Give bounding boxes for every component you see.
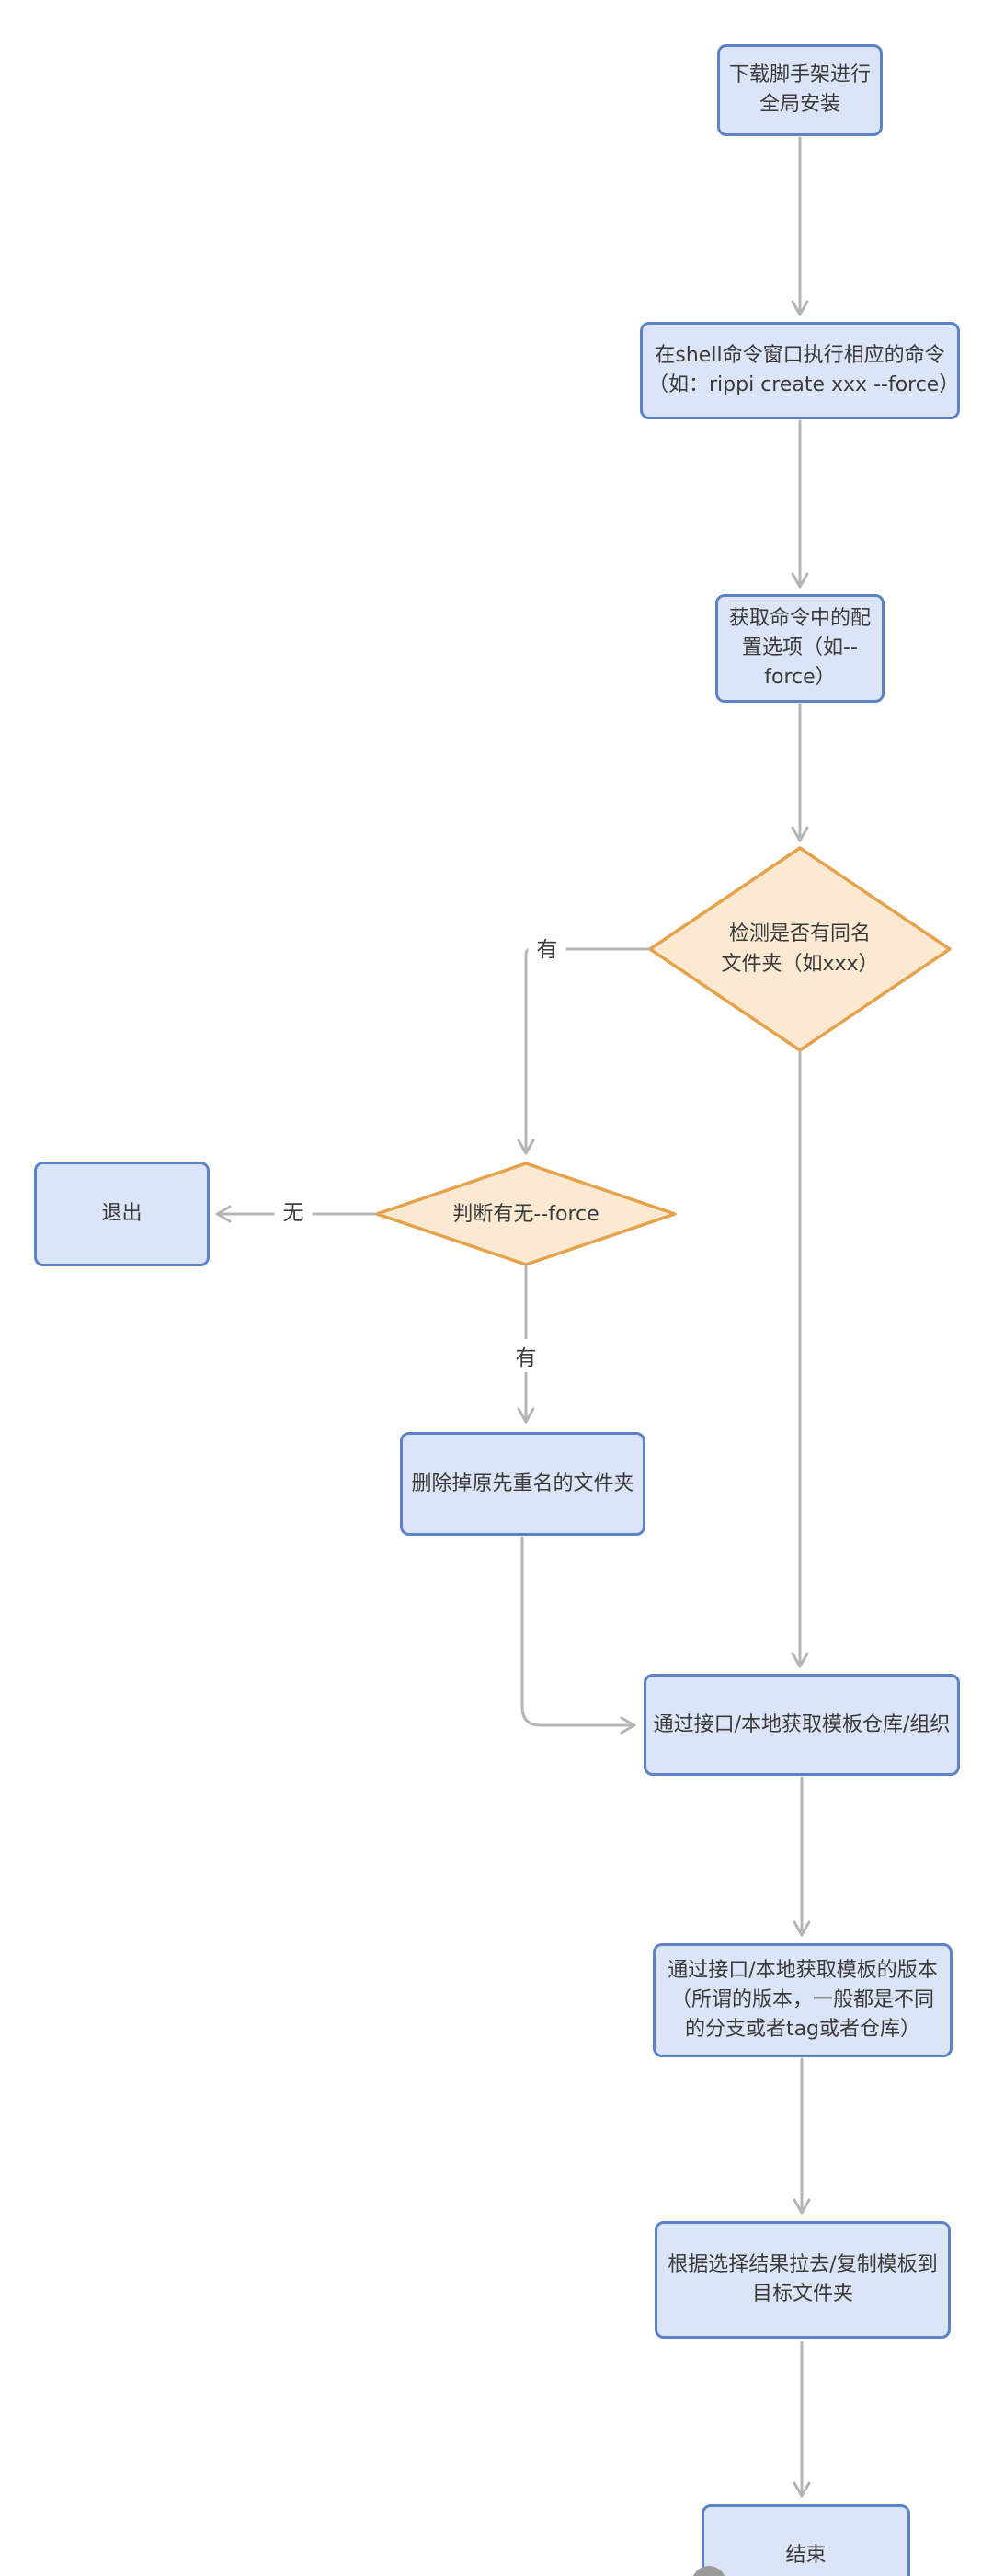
node-run-shell-command-label: 在shell命令窗口执行相应的命令 （如：rippi create xxx --… — [648, 344, 960, 396]
node-end: 结束 — [702, 2504, 910, 2576]
node-exit-label: 退出 — [101, 1202, 143, 1226]
node-fetch-template-repo-label: 通过接口/本地获取模板仓库/组织 — [653, 1712, 951, 1736]
edge-delete-to-fetch-repo — [520, 1536, 636, 1735]
edge-label-has-force-no: 无 — [274, 1194, 313, 1227]
decision-diamond-check-force — [375, 1162, 677, 1266]
edge-label-has-folder-yes: 有 — [528, 931, 566, 964]
node-exit: 退出 — [34, 1162, 210, 1266]
node-fetch-template-version: 通过接口/本地获取模板的版本 （所谓的版本，一般都是不同 的分支或者tag或者仓… — [653, 1943, 953, 2057]
edge-label-has-force-yes: 有 — [507, 1339, 545, 1372]
decision-diamond-check-folder — [648, 846, 952, 1052]
node-get-config-options-label: 获取命令中的配 置选项（如-- force） — [728, 607, 871, 689]
node-copy-template: 根据选择结果拉去/复制模板到 目标文件夹 — [655, 2221, 951, 2339]
node-copy-template-label: 根据选择结果拉去/复制模板到 目标文件夹 — [668, 2253, 938, 2306]
node-delete-duplicate-folder: 删除掉原先重名的文件夹 — [400, 1432, 645, 1536]
watermark-dot — [691, 2566, 726, 2576]
node-get-config-options: 获取命令中的配 置选项（如-- force） — [715, 594, 885, 703]
node-delete-duplicate-folder-label: 删除掉原先重名的文件夹 — [411, 1471, 634, 1495]
node-fetch-template-repo: 通过接口/本地获取模板仓库/组织 — [644, 1674, 960, 1776]
node-end-label: 结束 — [785, 2544, 827, 2568]
node-fetch-template-version-label: 通过接口/本地获取模板的版本 （所谓的版本，一般都是不同 的分支或者tag或者仓… — [668, 1959, 938, 2041]
node-download-install-label: 下载脚手架进行 全局安装 — [728, 63, 871, 116]
edge-check-folder-yes-to-check-force — [517, 947, 650, 1155]
node-download-install: 下载脚手架进行 全局安装 — [717, 44, 883, 136]
node-run-shell-command: 在shell命令窗口执行相应的命令 （如：rippi create xxx --… — [640, 322, 960, 419]
